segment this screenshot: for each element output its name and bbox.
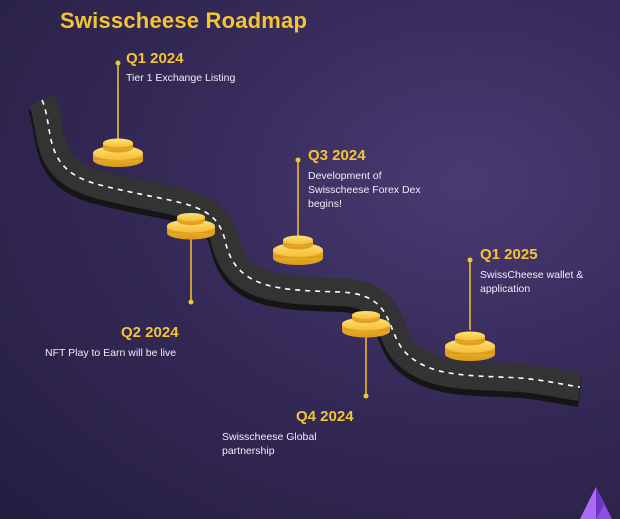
milestone-q1-2025-text: SwissCheese wallet & application <box>480 269 584 295</box>
milestone-q2-2024-quarter: Q2 2024 <box>121 324 179 341</box>
milestone-q4-2024-quarter: Q4 2024 <box>296 408 354 425</box>
coin-platform-icon <box>342 311 390 338</box>
purple-crystal-icon <box>580 487 612 519</box>
coin-platform-icon <box>167 213 215 240</box>
page-title: Swisscheese Roadmap <box>60 8 308 33</box>
milestone-q2-2024-text: NFT Play to Earn will be live <box>45 347 177 359</box>
milestone-q1-2024-text: Tier 1 Exchange Listing <box>126 72 236 84</box>
road-dashes <box>41 99 581 388</box>
milestone-q1-2025-quarter: Q1 2025 <box>480 246 538 263</box>
milestone-q3-2024-quarter: Q3 2024 <box>308 147 366 164</box>
milestone-q3-2024-text: Development of Swisscheese Forex Dex beg… <box>308 170 421 210</box>
milestone-q1-2024-quarter: Q1 2024 <box>126 50 184 67</box>
milestone-q4-2024-text: Swisscheese Global partnership <box>222 431 317 457</box>
connector-dot-q3-2024 <box>295 157 301 163</box>
coin-platform-icon <box>445 331 495 361</box>
coin-platform-icon <box>273 235 323 265</box>
connector-dot-q2-2024 <box>188 299 194 305</box>
connector-dot-q1-2025 <box>467 257 473 263</box>
coin-platform-icon <box>93 138 143 167</box>
connector-dot-q4-2024 <box>363 393 369 399</box>
connector-dot-q1-2024 <box>115 60 121 66</box>
